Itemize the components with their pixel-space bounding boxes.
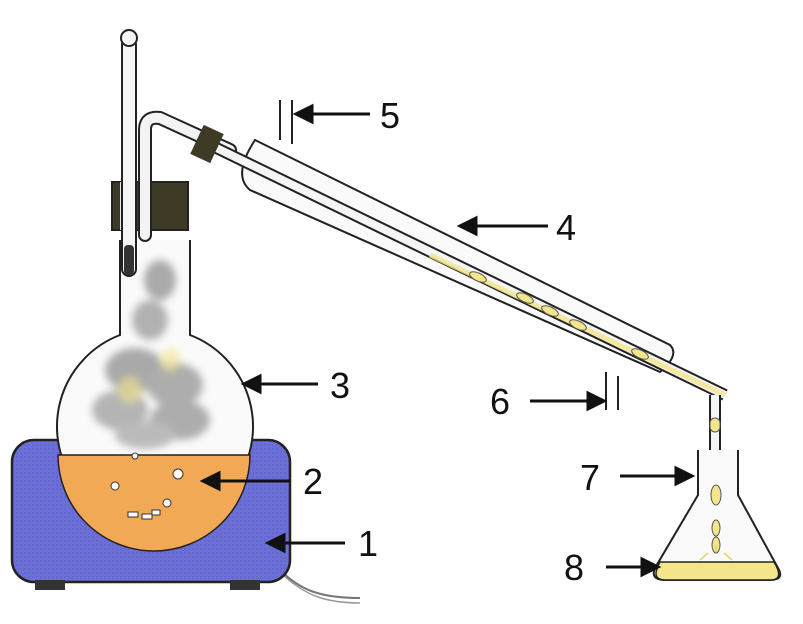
- label-6: 6: [490, 381, 510, 422]
- label-3: 3: [330, 365, 350, 406]
- label-4: 4: [556, 207, 576, 248]
- thermometer: [121, 37, 137, 277]
- condenser: [190, 124, 728, 401]
- flask-liquid: [57, 454, 251, 552]
- heater-foot-right: [230, 580, 260, 590]
- vapor-highlight: [118, 348, 180, 404]
- thermometer-bulb: [124, 245, 134, 275]
- label-7: 7: [580, 457, 600, 498]
- boiling-bubbles: [110, 452, 184, 520]
- label-1: 1: [358, 523, 378, 564]
- distillate-in-flask: [655, 561, 780, 581]
- label-5: 5: [380, 95, 400, 136]
- heater-cable: [279, 569, 361, 599]
- water-outlet-nozzle: [279, 100, 293, 144]
- receiving-flask: [652, 450, 782, 581]
- label-8: 8: [564, 547, 584, 588]
- label-2: 2: [303, 461, 323, 502]
- water-inlet-nozzle: [605, 372, 619, 410]
- heater-foot-left: [35, 580, 65, 590]
